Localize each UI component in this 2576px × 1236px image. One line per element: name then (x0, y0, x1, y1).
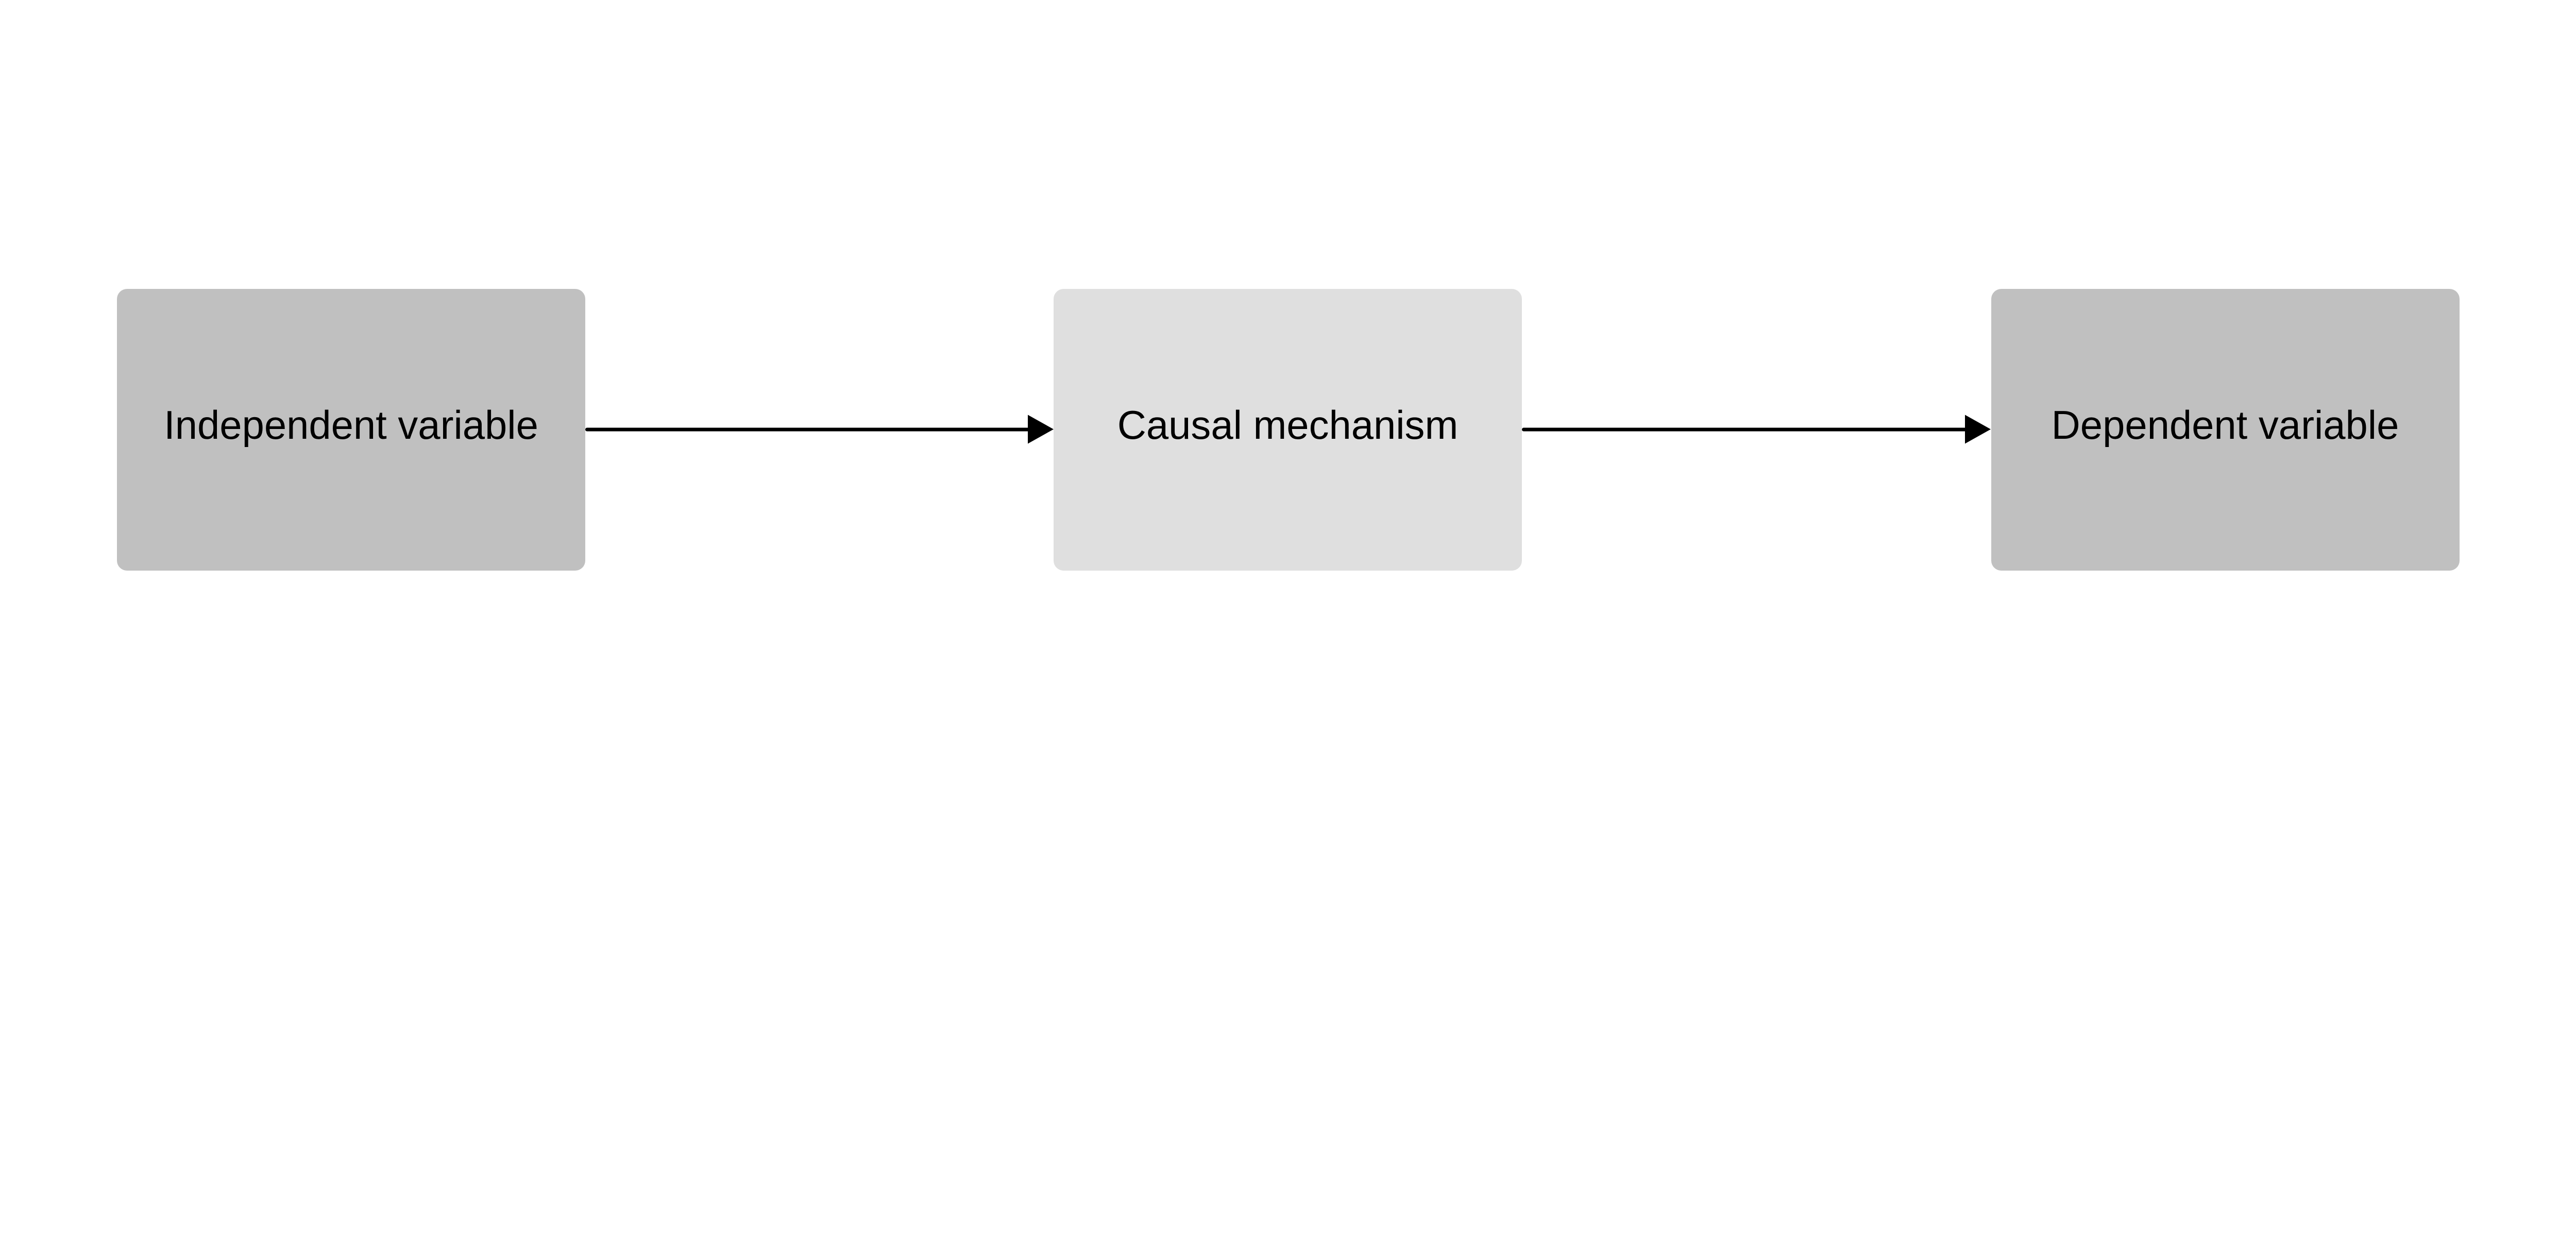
arrow-independent-to-mechanism (585, 415, 1054, 444)
arrow-shaft (585, 427, 1030, 432)
arrow-shaft (1522, 427, 1968, 432)
causal-diagram: Independent variable Causal mechanism De… (117, 289, 2460, 571)
node-dependent-variable: Dependent variable (1991, 289, 2460, 571)
arrowhead-icon (1028, 415, 1054, 444)
node-causal-mechanism: Causal mechanism (1054, 289, 1522, 571)
node-label: Dependent variable (2051, 403, 2399, 448)
node-independent-variable: Independent variable (117, 289, 585, 571)
node-label: Independent variable (164, 403, 538, 448)
node-label: Causal mechanism (1117, 403, 1459, 448)
arrowhead-icon (1965, 415, 1991, 444)
arrow-mechanism-to-dependent (1522, 415, 1991, 444)
